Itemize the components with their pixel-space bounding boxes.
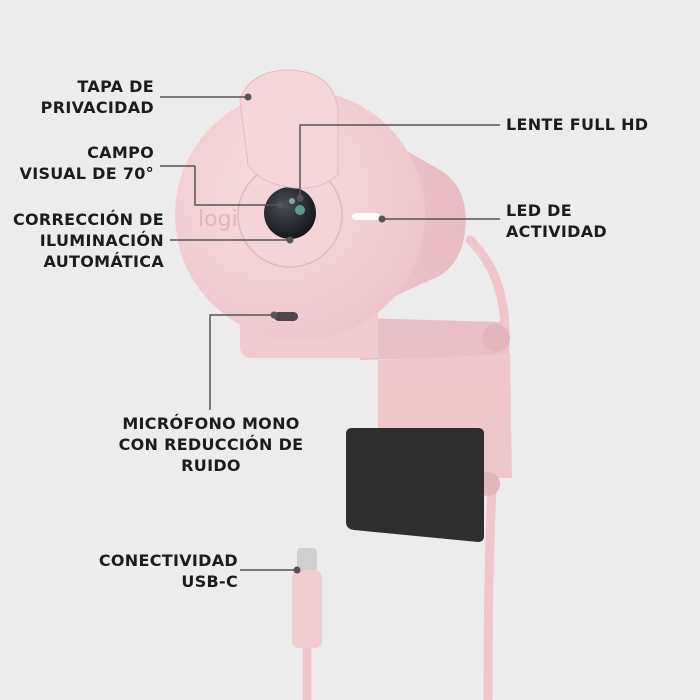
- label-light-correction: CORRECCIÓN DE ILUMINACIÓN AUTOMÁTICA: [12, 210, 164, 271]
- privacy-cover: [239, 69, 339, 189]
- label-privacy-cover: TAPA DE PRIVACIDAD: [40, 77, 154, 117]
- leader-fov-bend: [194, 166, 280, 206]
- leader-mic: [209, 314, 274, 410]
- lens-highlight: [295, 205, 305, 215]
- label-connectivity: CONECTIVIDAD USB-C: [98, 551, 238, 591]
- label-lens: LENTE FULL HD: [506, 115, 649, 134]
- microphone-slot: [274, 312, 298, 321]
- lens: [264, 187, 316, 239]
- label-activity-led: LED DE ACTIVIDAD: [506, 201, 607, 241]
- label-microphone: MICRÓFONO MONO CON REDUCCIÓN DE RUIDO: [118, 414, 304, 475]
- monitor-clip-pad: [346, 428, 484, 542]
- usb-c-connector: [292, 548, 322, 700]
- callout-dots: [244, 93, 386, 574]
- leader-lens: [299, 124, 500, 198]
- activity-led: [352, 213, 380, 220]
- callout-leaders: [160, 96, 500, 571]
- label-field-of-view: CAMPO VISUAL DE 70°: [19, 143, 154, 183]
- logi-logo: logi: [198, 207, 238, 232]
